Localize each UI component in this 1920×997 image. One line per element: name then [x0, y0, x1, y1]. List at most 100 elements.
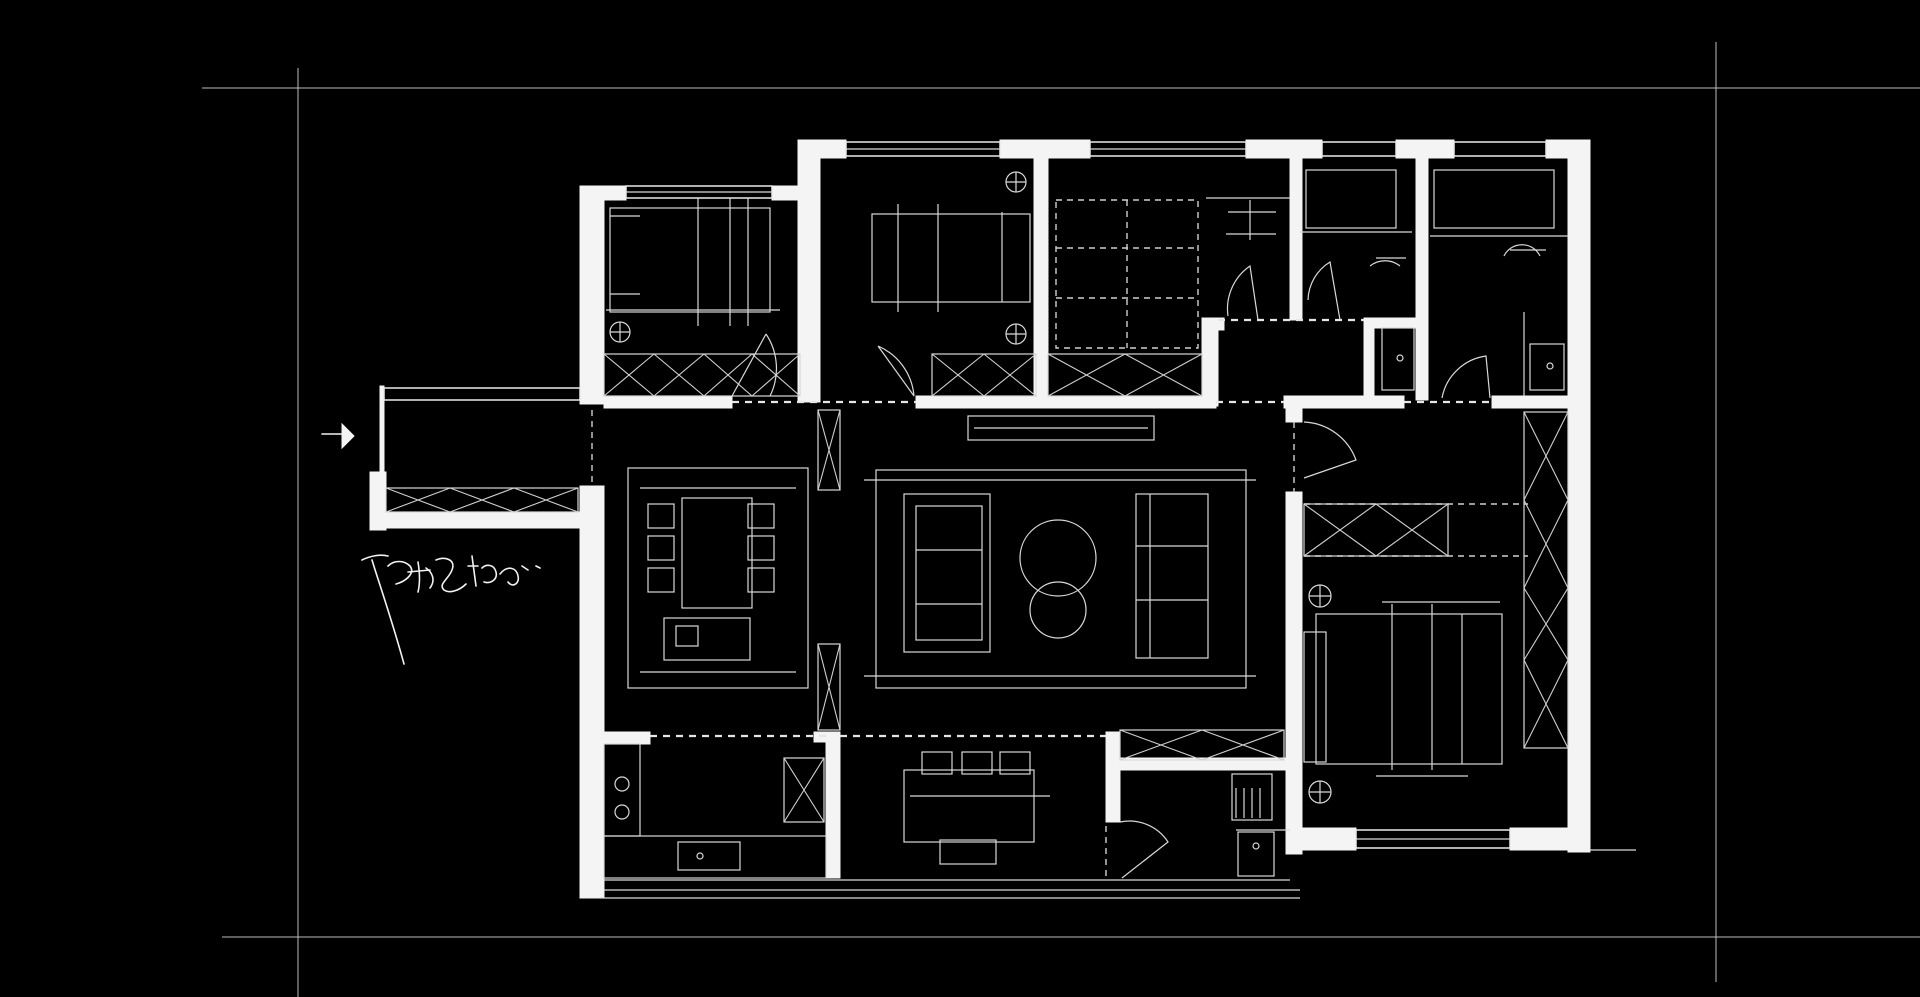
bed-1-frame	[609, 207, 771, 313]
dining	[627, 467, 809, 689]
master-bench	[1303, 631, 1327, 763]
wall-h-bed2	[915, 395, 1217, 409]
lower-chair-1	[921, 751, 953, 775]
cabinet-divider-bot-x	[817, 643, 841, 731]
kitchen-faucet-icon	[696, 852, 704, 860]
wall-bath-2	[1363, 317, 1375, 399]
sofa-left	[903, 493, 991, 653]
wardrobe-master-side-x	[1523, 411, 1569, 749]
wall-kitchen-top	[603, 731, 651, 745]
wardrobe-bed1-box	[603, 353, 801, 397]
sofa-right	[1135, 493, 1209, 659]
dining-chair-r1	[747, 503, 775, 529]
bath-2-drain-icon	[1546, 362, 1554, 370]
wardrobe-master-entry	[1303, 503, 1449, 557]
bath-2-sink	[1529, 343, 1565, 391]
kitchen	[603, 743, 827, 879]
wall-top-cap-3	[1245, 139, 1323, 159]
sideboard	[663, 617, 751, 661]
lower-chair-2	[961, 751, 993, 775]
arrow-right-icon	[321, 422, 355, 450]
bath-1-toilet	[1369, 257, 1406, 267]
door-swing-bath1	[1307, 261, 1341, 321]
wall-master-bottom-a	[1299, 827, 1357, 851]
lower-chair-3	[999, 751, 1031, 775]
dining-table	[681, 497, 753, 609]
dining-chair-l1	[647, 503, 675, 529]
lower-table	[903, 769, 1035, 843]
dining-rug	[627, 467, 809, 689]
wall-h-right	[1491, 395, 1579, 409]
wall-partition-4	[1415, 154, 1429, 401]
wardrobe-master-entry-x	[1303, 503, 1449, 557]
window-balcony	[383, 387, 581, 401]
wall-balcony-thin	[379, 385, 385, 477]
door-swing-utility	[1119, 820, 1169, 879]
wall-partition-3	[1289, 154, 1303, 321]
guide-lines	[202, 42, 1920, 997]
wall-utility-top	[1117, 757, 1289, 771]
wall-top-cap-1	[797, 139, 847, 159]
utility-sink	[1237, 831, 1275, 877]
side-table-round	[1029, 581, 1087, 639]
wall-kitchen-right	[825, 731, 841, 879]
wardrobe-master-entry-box	[1303, 503, 1449, 557]
wall-dining-right	[1105, 731, 1121, 823]
master-bed-frame	[1315, 613, 1503, 765]
window-bath	[1321, 141, 1397, 157]
living-rug	[875, 469, 1247, 689]
coffee-table-round	[1019, 519, 1097, 597]
door-swing-bed2	[877, 345, 915, 397]
cabinet-divider-top-x	[817, 409, 841, 491]
door-swing-bath2	[1441, 355, 1491, 399]
dining-chair-r3	[747, 567, 775, 593]
lamp-cross-bed1	[610, 322, 630, 342]
wall-bed2-left	[797, 139, 821, 403]
dining-chair-r2	[747, 535, 775, 561]
balcony-cabinet	[385, 487, 579, 513]
burner-icon-1	[614, 776, 630, 792]
wall-balcony-bottom	[369, 511, 583, 529]
utility-washer-lines	[1235, 788, 1261, 818]
wardrobe-bed1	[603, 353, 801, 397]
wardrobe-bed2-box	[931, 353, 1037, 397]
lamp-cross-master-top	[1309, 585, 1331, 607]
wall-master-left-top	[1285, 403, 1303, 423]
cabinet-divider-top	[817, 409, 841, 491]
sofa-left-inner	[915, 505, 983, 641]
bath-1-sink	[1381, 327, 1415, 391]
handwritten-annotation	[361, 554, 541, 665]
bath-2-tub	[1433, 169, 1555, 229]
wardrobe-bed1-x	[603, 353, 801, 397]
utility-washer	[1231, 773, 1273, 821]
bath-1-tub	[1305, 169, 1397, 229]
wall-right	[1567, 139, 1591, 853]
bath-2-toilet	[1503, 244, 1546, 257]
kitchen-counter-bottom	[603, 835, 827, 879]
wardrobe-study	[1047, 353, 1203, 397]
bed-2	[871, 171, 1031, 397]
wardrobe-master-side-box	[1523, 411, 1569, 749]
cabinet-divider-bot	[817, 643, 841, 731]
study-tatami	[1055, 197, 1290, 349]
kitchen-tall-cabinet-x	[783, 757, 825, 823]
bathrooms	[1226, 169, 1568, 399]
bed-1	[606, 198, 780, 397]
living	[864, 415, 1256, 689]
lamp-cross-master-bot	[1309, 781, 1331, 803]
wall-tl-top-a	[579, 185, 627, 201]
dining-chair-l2	[647, 535, 675, 561]
wall-partition-2a	[1201, 317, 1219, 407]
wardrobe-bed2-x	[931, 353, 1037, 397]
wardrobe-study-x	[1047, 353, 1203, 397]
windows	[383, 141, 1636, 899]
wardrobe-master-side	[1523, 411, 1569, 749]
door-swing-corridor	[1226, 264, 1259, 321]
utility-drain-icon	[1252, 842, 1260, 850]
lamp-cross-bed2-bot	[1006, 324, 1026, 344]
utility-cabinet-box	[1119, 729, 1285, 761]
lamp-cross-bed2-top	[1006, 172, 1026, 192]
kitchen-sink	[677, 841, 741, 871]
